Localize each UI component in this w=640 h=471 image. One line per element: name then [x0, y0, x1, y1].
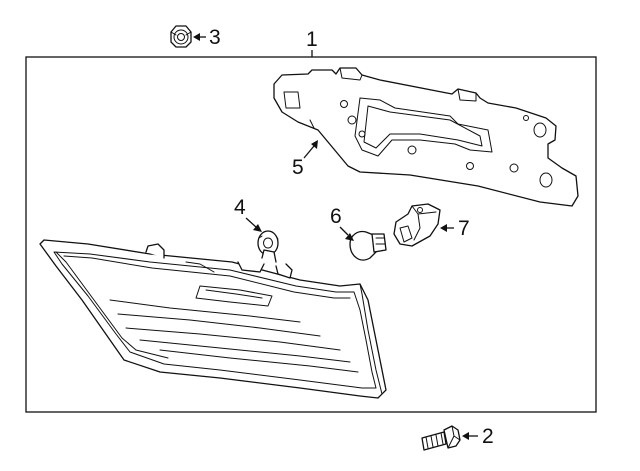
assembly-frame [25, 56, 597, 413]
callout-6[interactable]: 6 [330, 205, 354, 241]
nut-part-3[interactable] [170, 25, 192, 48]
callout-6-leader [339, 226, 349, 236]
callout-3-arrowhead [193, 33, 200, 41]
callout-4[interactable]: 4 [234, 196, 262, 232]
callout-5[interactable]: 5 [292, 140, 318, 179]
callout-7-arrowhead [440, 224, 447, 232]
callout-4-arrowhead [253, 224, 262, 232]
callout-5-leader [303, 145, 315, 159]
callout-5-label: 5 [292, 156, 304, 179]
callout-7-label: 7 [458, 217, 470, 240]
callout-4-label: 4 [234, 196, 246, 219]
callout-5-arrowhead [311, 140, 318, 149]
callout-3-label: 3 [209, 26, 221, 49]
callout-6-label: 6 [330, 205, 342, 228]
bulb-part-6[interactable] [349, 230, 387, 261]
callout-7[interactable]: 7 [440, 217, 470, 240]
callout-2-arrowhead [462, 432, 469, 440]
callout-3[interactable]: 3 [193, 26, 221, 49]
bolt-part-2[interactable] [421, 425, 461, 451]
callout-1[interactable]: 1 [306, 28, 318, 57]
callout-2[interactable]: 2 [462, 425, 494, 448]
bracket-part-5[interactable] [273, 67, 579, 207]
callout-4-leader [245, 217, 257, 228]
socket-part-7[interactable] [393, 203, 441, 247]
tail-lamp-housing[interactable] [39, 239, 387, 399]
callout-2-label: 2 [482, 425, 494, 448]
callout-1-label: 1 [306, 28, 318, 51]
callout-6-arrowhead [345, 233, 354, 241]
